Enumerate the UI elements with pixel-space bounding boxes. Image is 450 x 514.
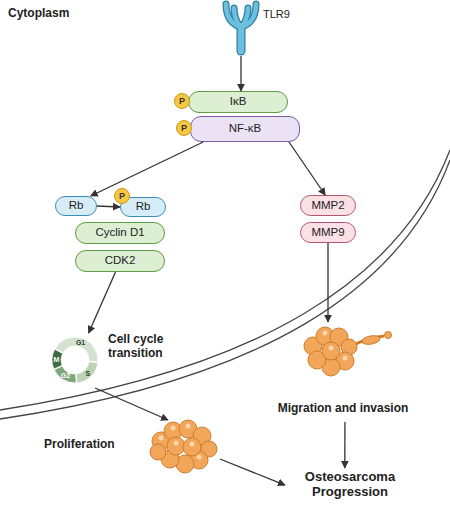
phospho-label: P [119, 191, 125, 201]
cell-highlight-dot [329, 346, 334, 351]
tumour-cell [167, 437, 185, 455]
signal-arrow [327, 243, 328, 322]
protein-pill: NF-κB [190, 116, 300, 142]
cell-cycle-node: Cell cycle transition G1S G2 M [48, 333, 188, 388]
phospho-circle: P [114, 188, 130, 204]
signal-arrow [344, 422, 345, 468]
cell-highlight-dot [190, 442, 195, 447]
cell-highlight-dot [159, 436, 164, 441]
receptor-arm-outline [242, 4, 256, 27]
outcome-node: Osteosarcoma Progression [285, 468, 415, 506]
receptor-node: TLR9 [215, 0, 310, 56]
phospho-label: P [179, 96, 185, 106]
phase-segment [54, 366, 76, 383]
cell-highlight-dot [171, 426, 176, 431]
protein-pill: Cyclin D1 [75, 222, 165, 244]
node-label: Cyclin D1 [95, 226, 144, 239]
signal-arrow [97, 206, 120, 207]
node-label: CDK2 [105, 254, 136, 267]
node-label: M [50, 355, 64, 364]
node-label: MMP9 [311, 226, 344, 239]
signal-arrow [89, 272, 116, 333]
signal-arrow [220, 459, 285, 485]
receptor-icon [226, 4, 256, 51]
cell-highlight [159, 424, 202, 460]
phase-segment [76, 362, 98, 383]
signal-arrow [91, 142, 204, 196]
protein-pill: MMP2 [300, 195, 356, 216]
node-label: IκB [230, 95, 247, 108]
node-label: Osteosarcoma Progression [285, 470, 415, 500]
node-label: Cell cycle transition [108, 333, 186, 361]
node-label: Proliferation [44, 438, 144, 452]
node-label: Migration and invasion [268, 402, 418, 416]
cell-protrusion-tip [385, 332, 392, 339]
receptor-arm-outline [226, 4, 240, 27]
migrating-cluster [304, 327, 392, 376]
phospho-circle: P [174, 93, 190, 109]
nuclear-membrane [0, 150, 450, 419]
receptor-stem [238, 26, 245, 51]
node-label: MMP2 [311, 199, 344, 212]
protein-pill: Rb [55, 196, 97, 216]
node-label: G2 [59, 371, 73, 380]
cell-highlight-dot [174, 441, 179, 446]
node-label: Rb [69, 199, 84, 212]
cell-protrusion [361, 334, 380, 345]
migration-node: Migration and invasion [268, 322, 418, 422]
cell-highlight-dot [186, 424, 191, 429]
protein-pill: IκB [188, 91, 288, 113]
tumour-cell [322, 342, 340, 360]
tumour-cell [150, 444, 166, 460]
node-label: G1 [74, 338, 88, 347]
cell-highlight-dot [323, 331, 328, 336]
receptor-arm [226, 4, 240, 27]
protein-pill: MMP9 [300, 222, 356, 243]
signal-arrow [95, 388, 168, 420]
region-label: Cytoplasm [8, 7, 69, 21]
tumour-cell [183, 438, 201, 456]
receptor-arm [242, 4, 256, 27]
node-label: TLR9 [263, 8, 307, 21]
signal-arrow [240, 56, 241, 91]
membrane-line [0, 160, 450, 419]
cell-highlight-dot [197, 455, 202, 460]
protein-pill: CDK2 [75, 250, 165, 272]
proliferation-node: Proliferation [40, 420, 220, 472]
node-label: Rb [136, 200, 151, 213]
phase-segment [55, 337, 98, 362]
membrane-line [0, 150, 450, 410]
tumour-cluster [150, 420, 217, 473]
node-label: NF-κB [229, 122, 262, 135]
receptor-stem-outline [237, 26, 246, 51]
cell-highlight-dot [343, 356, 348, 361]
phospho-label: P [181, 123, 187, 133]
phospho-circle: P [176, 120, 192, 136]
node-label: S [81, 369, 95, 378]
signal-arrow [289, 142, 325, 195]
